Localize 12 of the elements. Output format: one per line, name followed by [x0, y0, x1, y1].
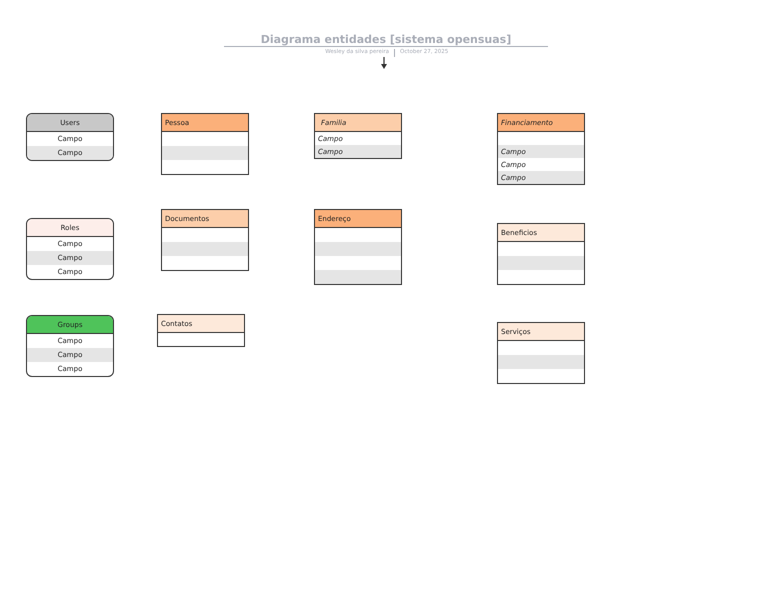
- entity-table: [161, 209, 249, 271]
- entity-table: [26, 218, 114, 280]
- entity-table: [497, 223, 585, 285]
- entity-table: [157, 314, 245, 347]
- entity-table: [26, 113, 114, 161]
- entity-table: [497, 113, 585, 185]
- entity-table: [161, 113, 249, 175]
- entity-table: [497, 322, 585, 384]
- entity-table: [314, 113, 402, 159]
- entity-table: [26, 315, 114, 377]
- entity-table: [314, 209, 402, 285]
- diagram-title: Diagrama entidades [sistema opensuas]: [260, 33, 512, 46]
